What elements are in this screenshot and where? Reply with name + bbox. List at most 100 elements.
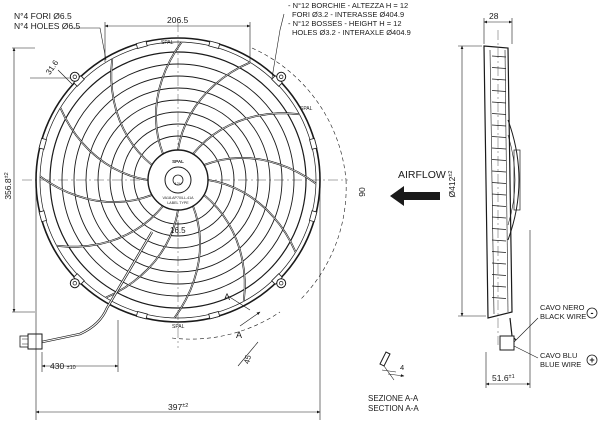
rim-stamp-top: SPAL bbox=[161, 40, 174, 46]
side-grille-rib bbox=[491, 159, 507, 161]
dim-left-height: 356.8±2 bbox=[3, 172, 13, 199]
section-detail bbox=[379, 351, 405, 381]
grille-spoke-highlight bbox=[105, 209, 179, 298]
hub-label-model: VA18-AP70/LL-41A bbox=[162, 196, 194, 200]
fan-side-view bbox=[483, 45, 521, 351]
grille-spoke-highlight bbox=[56, 205, 164, 247]
side-grille-rib bbox=[491, 251, 507, 253]
mounting-foot bbox=[276, 278, 287, 289]
mounting-hole bbox=[279, 74, 284, 79]
black-wire-en: BLACK WIRE bbox=[540, 312, 586, 321]
side-grille-rib bbox=[491, 216, 507, 219]
mounting-boss bbox=[38, 137, 47, 150]
grille-ring bbox=[97, 99, 259, 261]
side-grille-rib bbox=[491, 228, 507, 230]
holes-note-en: N°4 HOLES Ø6.5 bbox=[14, 21, 81, 31]
side-grille-rib bbox=[491, 101, 507, 104]
mounting-boss bbox=[309, 137, 318, 150]
grille-ring bbox=[61, 63, 295, 297]
side-grille-rib bbox=[491, 136, 507, 138]
grille-ring bbox=[109, 111, 247, 249]
bosses-note-en-2: HOLES Ø3.2 - INTERAXLE Ø404.9 bbox=[292, 28, 411, 37]
side-grille-rib bbox=[491, 285, 507, 288]
section-title-en: SECTION A-A bbox=[368, 404, 419, 413]
black-wire-it: CAVO NERO bbox=[540, 303, 585, 312]
mounting-boss bbox=[208, 310, 221, 320]
grille-spokes bbox=[39, 41, 317, 319]
grille-ring bbox=[85, 87, 271, 273]
bosses-note-it-2: FORI Ø3.2 - INTERASSE Ø404.9 bbox=[292, 10, 404, 19]
side-grille-rib bbox=[491, 55, 507, 58]
mounting-hole bbox=[279, 281, 284, 286]
hub-center bbox=[172, 174, 184, 186]
hub-label-type: LABEL TYPE bbox=[167, 201, 189, 205]
section-dim: 4 bbox=[400, 363, 404, 372]
hub-label-brand: SPAL bbox=[172, 159, 184, 164]
mounting-feet bbox=[69, 71, 287, 289]
side-grille-rib bbox=[491, 182, 507, 184]
mounting-foot bbox=[69, 71, 80, 82]
grille-spoke-highlight bbox=[111, 58, 153, 166]
side-grille-rib bbox=[491, 297, 507, 299]
mounting-boss bbox=[135, 310, 148, 320]
grille-spoke-highlight bbox=[174, 205, 201, 319]
airflow-label: AIRFLOW bbox=[398, 169, 446, 181]
mounting-bosses bbox=[38, 40, 318, 320]
grille-rings bbox=[49, 51, 307, 309]
cable bbox=[41, 231, 154, 344]
dimension-lines bbox=[12, 13, 347, 420]
blue-wire-en: BLUE WIRE bbox=[540, 360, 581, 369]
dim-angle-45: 45 bbox=[242, 353, 253, 364]
side-grille-rib bbox=[491, 262, 507, 265]
annotations: N°4 FORI Ø6.5 N°4 HOLES Ø6.5 - N°12 BORC… bbox=[3, 1, 598, 413]
rim-stamps: SPAL SPAL SPAL bbox=[161, 40, 313, 330]
dim-center-offset: 16.5 bbox=[170, 226, 186, 235]
bosses-note-it-1: - N°12 BORCHIE - ALTEZZA H = 12 bbox=[288, 1, 408, 10]
grille-spoke-highlight bbox=[192, 113, 300, 155]
grille-spoke-highlight bbox=[155, 41, 182, 155]
hub-label-voltage: 12V bbox=[174, 181, 181, 186]
section-mark-top: A bbox=[224, 292, 230, 302]
mounting-foot bbox=[69, 278, 80, 289]
holes-note-it: N°4 FORI Ø6.5 bbox=[14, 11, 72, 21]
blue-wire-sign-circle bbox=[586, 354, 598, 366]
mounting-boss bbox=[208, 40, 221, 49]
side-grille-rib bbox=[491, 239, 507, 242]
side-grille-rib bbox=[491, 147, 507, 150]
grille-spoke-highlight bbox=[39, 176, 153, 203]
black-wire-sign-circle bbox=[586, 307, 598, 319]
connector bbox=[19, 333, 43, 350]
black-wire-sign: - bbox=[591, 308, 594, 318]
airflow-arrow bbox=[390, 186, 440, 206]
side-grille-rib bbox=[491, 113, 507, 115]
dim-side-depth: 28 bbox=[489, 11, 499, 21]
side-grille-rib bbox=[491, 205, 507, 207]
mounting-boss bbox=[135, 40, 148, 49]
side-grille-rib bbox=[491, 193, 507, 196]
grille-spoke-highlight bbox=[203, 194, 245, 302]
rim-stamp-bottom: SPAL bbox=[172, 324, 185, 330]
dim-angle: 90 bbox=[357, 187, 367, 197]
hub-outer bbox=[147, 149, 209, 211]
grille-spoke-highlight bbox=[203, 157, 317, 184]
side-dimension-lines bbox=[458, 18, 539, 388]
side-grille-rib bbox=[491, 67, 507, 69]
mounting-foot bbox=[276, 71, 287, 82]
grille-ring bbox=[73, 75, 283, 285]
side-grille-rib bbox=[491, 124, 507, 127]
outer-rim-inner bbox=[39, 41, 317, 319]
mounting-boss bbox=[38, 210, 48, 223]
blue-wire-sign: + bbox=[589, 355, 594, 365]
grille-spoke-highlight bbox=[207, 179, 296, 253]
dim-side-diameter: Ø412±2 bbox=[447, 171, 457, 198]
side-grille-rib bbox=[491, 170, 507, 173]
dim-overall-width: 397±2 bbox=[168, 402, 188, 412]
section-title-it: SEZIONE A-A bbox=[368, 394, 419, 403]
side-grille-rib bbox=[491, 78, 507, 81]
dim-corner: 31.6 bbox=[44, 58, 61, 76]
bosses-note-en-1: - N°12 BOSSES - HEIGHT H = 12 bbox=[288, 19, 402, 28]
mounting-hole bbox=[72, 281, 77, 286]
side-grille-rib bbox=[491, 274, 507, 276]
